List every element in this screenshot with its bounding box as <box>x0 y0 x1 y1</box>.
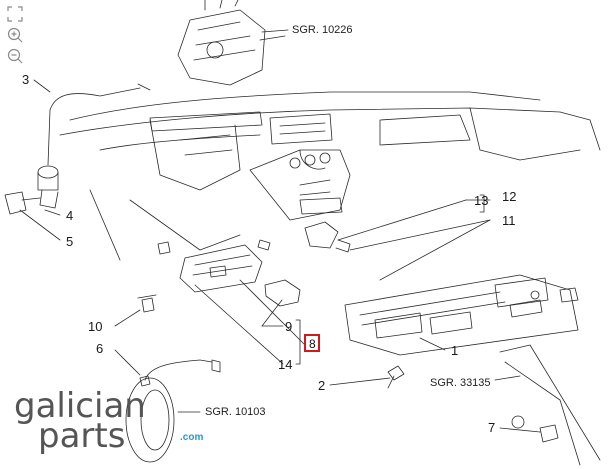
callout-9[interactable]: 9 <box>285 319 293 334</box>
callout-13[interactable]: 13 <box>474 193 489 208</box>
injection-pump-drawing <box>177 0 286 86</box>
fit-icon[interactable] <box>6 5 24 23</box>
watermark-logo: galician parts .com <box>14 386 214 456</box>
switch-drawing <box>304 221 351 253</box>
zoom-in-icon[interactable] <box>6 26 24 44</box>
wiring-harness-drawing <box>125 359 221 463</box>
callout-14[interactable]: 14 <box>278 357 293 372</box>
screw-10-drawing <box>137 294 157 313</box>
callout-7[interactable]: 7 <box>488 420 496 435</box>
callout-12[interactable]: 12 <box>502 189 517 204</box>
watermark-line1: galician <box>14 386 146 426</box>
callout-6[interactable]: 6 <box>96 341 104 356</box>
zoom-out-icon[interactable] <box>6 47 24 65</box>
zoom-toolbar <box>6 5 28 68</box>
connector-drawing <box>264 279 301 307</box>
selected-callout-8[interactable]: 8 <box>304 334 320 352</box>
callout-1[interactable]: 1 <box>451 343 459 358</box>
instrument-cluster-drawing <box>344 274 579 356</box>
watermark-suffix: .com <box>180 432 204 443</box>
cable-and-actuator-drawing <box>4 83 151 215</box>
watermark-line2: parts <box>38 416 126 456</box>
callout-2[interactable]: 2 <box>318 378 326 393</box>
bracket-7-drawing <box>511 415 559 443</box>
callout-4[interactable]: 4 <box>66 208 74 223</box>
dashboard-outline <box>59 91 601 261</box>
callout-3[interactable]: 3 <box>22 72 30 87</box>
leader-lines <box>19 29 541 433</box>
callout-11[interactable]: 11 <box>502 213 516 228</box>
callout-8: 8 <box>309 337 316 351</box>
steering-column-drawing <box>499 344 601 466</box>
ref-sgr-10103[interactable]: SGR. 10103 <box>205 406 266 418</box>
vent-panel-drawing <box>157 239 271 293</box>
callout-5[interactable]: 5 <box>66 234 74 249</box>
ref-sgr-10226[interactable]: SGR. 10226 <box>292 24 353 36</box>
screw-2-drawing <box>387 365 405 389</box>
ref-sgr-33135[interactable]: SGR. 33135 <box>430 377 491 389</box>
callout-10[interactable]: 10 <box>88 319 103 334</box>
